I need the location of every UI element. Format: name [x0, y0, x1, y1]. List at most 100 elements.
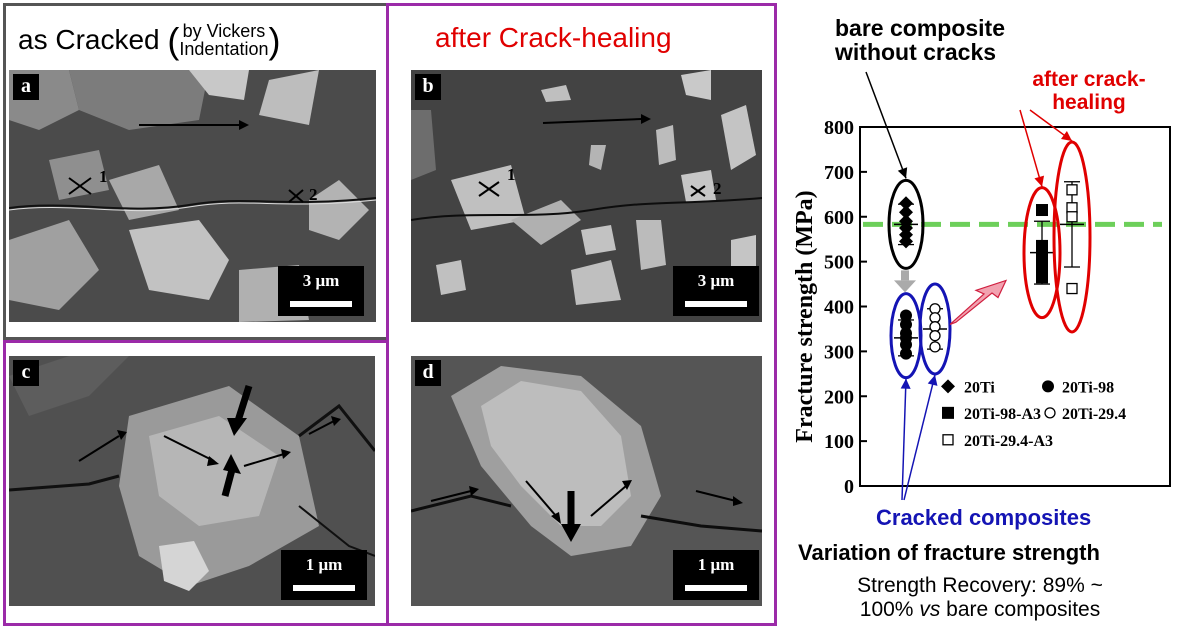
arrow-to-cracked-29-4 — [903, 374, 938, 501]
legend-label: 20Ti-29.4-A3 — [964, 433, 1053, 450]
bare-composite-line2: without cracks — [835, 39, 997, 65]
y-tick-label: 600 — [824, 207, 854, 229]
marker-1-label-a: 1 — [99, 167, 108, 186]
data-point — [900, 309, 912, 322]
data-point — [899, 205, 913, 220]
bottom-left-frame — [3, 340, 389, 626]
scale-bar-line-d — [685, 585, 747, 591]
marker-2-label-a: 2 — [309, 185, 318, 204]
after-healing-line2: healing — [1052, 91, 1126, 114]
oval-healed-20ti-29-4-a3 — [1052, 140, 1092, 334]
data-point — [899, 234, 913, 249]
panel-label-d: d — [415, 360, 441, 386]
data-point — [1066, 211, 1078, 223]
legend-item: 20Ti — [941, 379, 995, 396]
legend-item: 20Ti-29.4-A3 — [942, 433, 1053, 450]
series-20ti — [894, 196, 918, 249]
y-axis-label: Fracture strength (MPa) — [792, 190, 818, 442]
subtitle-line1: by Vickers — [182, 21, 266, 41]
y-tick-label: 500 — [824, 252, 854, 274]
cracked-composites-annotation: Cracked composites — [876, 505, 1092, 530]
panel-label-c: c — [13, 360, 39, 386]
arrow-to-cracked-98 — [900, 378, 911, 501]
after-crack-healing-annotation: after crack- healing — [1004, 68, 1174, 114]
sem-panel-a: 1 2 a 3 μm — [9, 70, 376, 322]
legend-item: 20Ti-98 — [1042, 379, 1114, 396]
sem-image-c — [9, 356, 375, 606]
data-point — [1066, 282, 1078, 295]
y-tick-label: 700 — [824, 162, 854, 184]
y-tick-label: 100 — [824, 431, 854, 453]
data-point — [1042, 380, 1054, 393]
scale-bar-line-b — [685, 301, 747, 307]
arrow-head — [927, 374, 938, 386]
oval-healed-20ti-98-a3 — [1022, 186, 1062, 320]
y-tick-label: 300 — [824, 341, 854, 363]
data-point — [899, 196, 913, 211]
paren-close: ) — [268, 20, 281, 61]
scale-bar-label-a: 3 μm — [302, 271, 340, 290]
data-point — [929, 330, 941, 342]
scale-bar-label-c: 1 μm — [305, 555, 343, 574]
scale-bar-line-a — [290, 301, 352, 307]
y-tick-label: 200 — [824, 386, 854, 408]
legend-label: 20Ti-29.4 — [1062, 406, 1126, 423]
series-20ti-98 — [894, 309, 918, 360]
series-20ti-29-4-a3 — [1060, 181, 1084, 295]
group-ovals — [887, 140, 1092, 380]
legend-label: 20Ti — [964, 379, 995, 396]
paren-open: ( — [167, 20, 180, 61]
data-point — [929, 341, 941, 353]
bare-composite-annotation: bare composite without cracks — [835, 16, 1005, 64]
data-marks — [894, 181, 1084, 360]
arrow-head — [1060, 130, 1072, 141]
scale-bar-label-d: 1 μm — [697, 555, 735, 574]
arrow-to-bare-composite — [865, 71, 908, 179]
oval-bare-composite — [887, 178, 925, 270]
arrow-to-healed-29-4-a3 — [1029, 109, 1073, 142]
legend-label: 20Ti-98-A3 — [964, 406, 1041, 423]
oval-cracked-20ti-29-4 — [918, 282, 952, 376]
as-cracked-title-main: as Cracked — [18, 24, 160, 55]
data-point — [1066, 184, 1078, 196]
legend-item: 20Ti-29.4 — [1044, 406, 1126, 423]
scale-bar-a: 3 μm — [278, 266, 364, 316]
panel-label-a: a — [13, 74, 39, 100]
scale-bar-label-b: 3 μm — [697, 271, 735, 290]
data-point — [1036, 271, 1048, 284]
series-20ti-98-a3 — [1030, 204, 1054, 285]
data-point — [900, 338, 912, 351]
recovery-line2: 100% vs bare composites — [800, 598, 1160, 622]
y-tick-label: 800 — [824, 117, 854, 139]
sem-panel-d: d 1 μm — [411, 356, 762, 606]
scale-bar-b: 3 μm — [673, 266, 759, 316]
caption-title: Variation of fracture strength — [798, 540, 1100, 565]
pink-transition-arrow — [949, 279, 1008, 326]
gray-transition-arrow — [894, 270, 916, 293]
sem-panel-c: c 1 μm — [9, 356, 375, 606]
legend-item: 20Ti-98-A3 — [942, 406, 1041, 423]
scale-bar-c: 1 μm — [281, 550, 367, 600]
strength-recovery-caption: Strength Recovery: 89% ~ 100% vs bare co… — [800, 574, 1160, 622]
recovery-line2-post: bare composites — [940, 598, 1101, 621]
data-point — [900, 318, 912, 331]
recovery-line2-vs: vs — [919, 598, 941, 621]
subtitle-line2: Indentation — [179, 39, 269, 59]
fracture-strength-chart: 0 100 200 300 400 500 600 700 800 Fracture stren… — [792, 71, 1171, 501]
scale-bar-d: 1 μm — [673, 550, 759, 600]
data-point — [1044, 407, 1056, 419]
sem-panel-b: 1 2 b 3 μm — [411, 70, 762, 322]
y-tick-label: 400 — [824, 297, 854, 319]
recovery-line1: Strength Recovery: 89% ~ — [857, 574, 1103, 597]
data-point — [1036, 204, 1048, 217]
series-20ti-29-4 — [923, 303, 947, 353]
data-point — [942, 434, 954, 446]
y-tick-label: 0 — [844, 476, 854, 498]
data-point — [900, 347, 912, 360]
arrow-head — [1034, 175, 1045, 187]
arrow-head — [900, 378, 911, 389]
panel-label-b: b — [415, 74, 441, 100]
